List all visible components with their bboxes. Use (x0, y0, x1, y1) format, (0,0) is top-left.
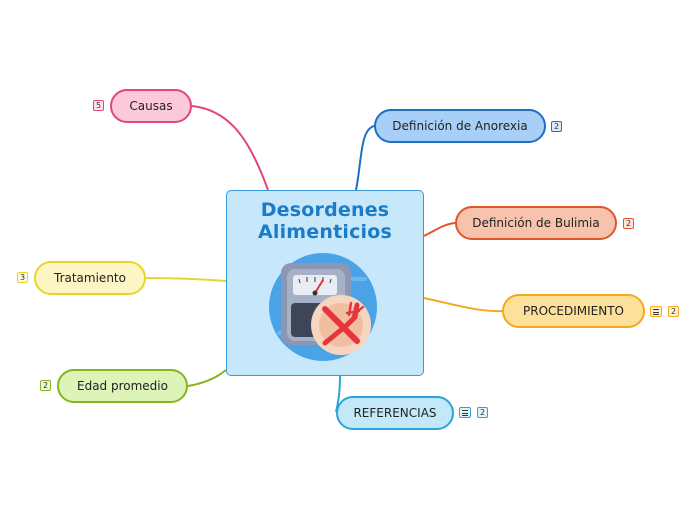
node-procedimiento[interactable]: PROCEDIMIENTO (502, 294, 645, 328)
central-title-line2: Alimenticios (257, 221, 393, 243)
procedimiento-count-badge[interactable]: 2 (668, 306, 680, 317)
node-edad-promedio[interactable]: Edad promedio (57, 369, 188, 403)
causas-count-badge[interactable]: 5 (93, 100, 105, 111)
crossed-cutlery-icon (311, 295, 371, 355)
edad-promedio-count-badge[interactable]: 2 (40, 380, 52, 391)
link-definicion-bulimia (423, 222, 456, 237)
central-title: Desordenes Alimenticios (227, 199, 423, 243)
node-definicion-anorexia[interactable]: Definición de Anorexia (374, 109, 546, 143)
link-tratamiento (145, 277, 227, 282)
node-referencias[interactable]: REFERENCIAS (336, 396, 454, 430)
referencias-notes-icon[interactable] (459, 407, 471, 418)
node-tratamiento[interactable]: Tratamiento (34, 261, 146, 295)
eating-disorder-illustration (269, 253, 377, 361)
referencias-count-badge[interactable]: 2 (477, 407, 489, 418)
link-causas (191, 105, 269, 191)
central-topic[interactable]: Desordenes Alimenticios (226, 190, 424, 376)
node-definicion-bulimia[interactable]: Definición de Bulimia (455, 206, 617, 240)
link-definicion-anorexia (355, 125, 375, 191)
definicion-bulimia-count-badge[interactable]: 2 (623, 218, 635, 229)
procedimiento-notes-icon[interactable] (650, 306, 662, 317)
link-procedimiento (423, 297, 503, 313)
node-causas[interactable]: Causas (110, 89, 192, 123)
central-title-line1: Desordenes (260, 199, 390, 221)
tratamiento-count-badge[interactable]: 3 (17, 272, 29, 283)
link-edad-promedio (187, 369, 227, 387)
definicion-anorexia-count-badge[interactable]: 2 (551, 121, 563, 132)
